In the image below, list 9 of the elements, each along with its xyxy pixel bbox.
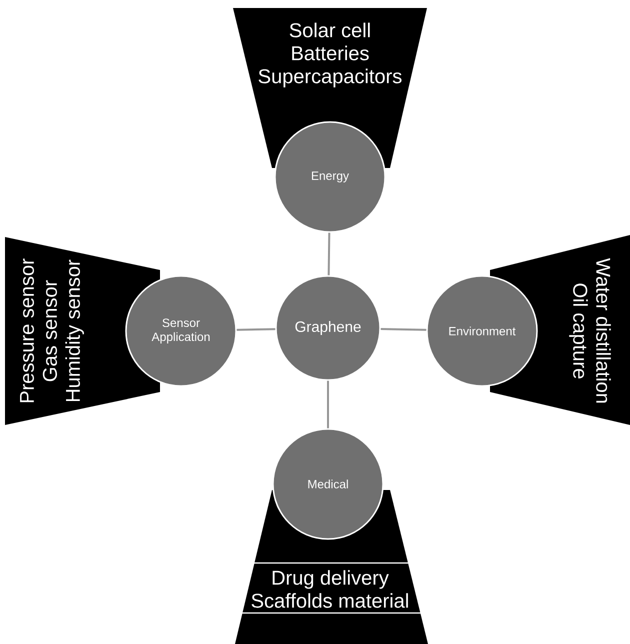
connector-line [328, 232, 330, 276]
connector-line [236, 328, 276, 331]
circle-node: Medical [272, 428, 384, 540]
circle-node: Graphene [275, 275, 381, 381]
connector-line [327, 380, 329, 428]
circle-node: Sensor Application [125, 275, 237, 387]
connector-line [380, 328, 426, 331]
circle-node: Energy [274, 121, 386, 233]
circle-node: Environment [426, 275, 538, 387]
